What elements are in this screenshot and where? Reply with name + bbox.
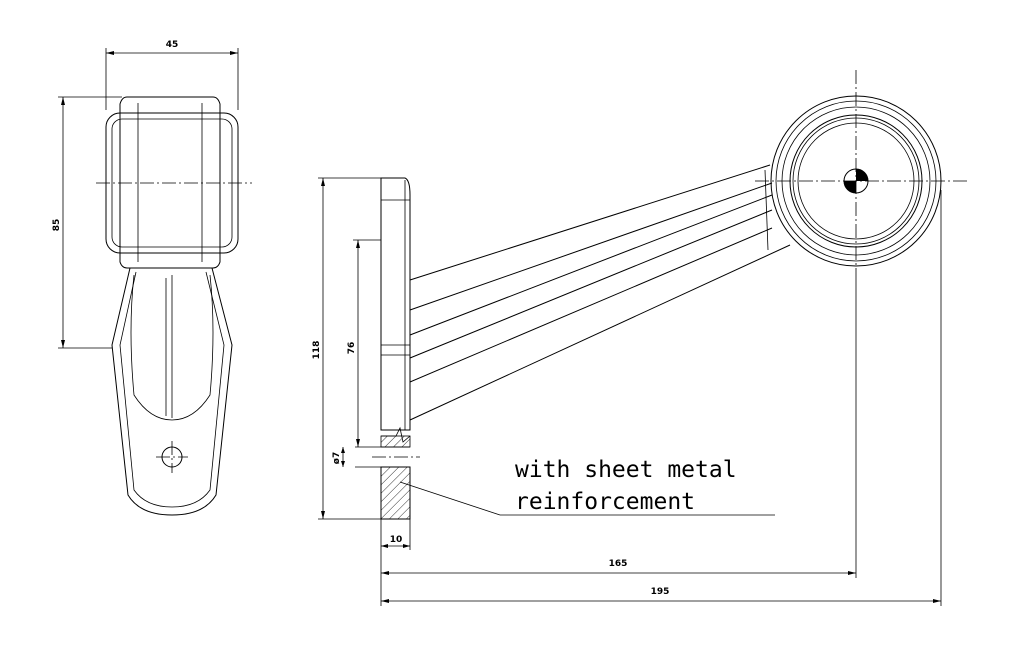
lamp-head-body — [119, 96, 221, 269]
arm-line-2 — [409, 182, 773, 311]
dim-10-arrow-right — [403, 544, 410, 548]
center-marker-quad-1 — [856, 169, 868, 181]
dim-195-arrow-right — [933, 599, 941, 603]
center-marker-quad-2 — [844, 181, 856, 193]
arm-line-5 — [409, 227, 773, 383]
note-line-1: with sheet metal — [515, 457, 737, 483]
arm-line-6 — [409, 244, 791, 421]
dim-118-label: 118 — [312, 341, 322, 360]
arm-curve — [130, 274, 214, 421]
dim-45-arrow-right — [230, 51, 238, 55]
dim-118-arrow-top — [321, 178, 325, 186]
dim-hole-arrow-top — [341, 447, 345, 453]
dim-165-arrow-left — [381, 571, 389, 575]
dim-76-label: 76 — [347, 342, 357, 355]
dim-hole-label: ø7 — [332, 452, 342, 464]
dim-85-label: 85 — [52, 219, 62, 232]
side-view: 118 76 ø7 10 165 195 with — [312, 70, 968, 606]
arm-inner-outline — [119, 271, 225, 508]
dim-10-arrow-left — [381, 544, 388, 548]
section-hatch-lower — [380, 466, 411, 520]
dim-85-arrow-bottom — [61, 340, 65, 348]
arm-line-1 — [409, 164, 771, 281]
arm-line-4 — [409, 209, 773, 359]
note-leader — [399, 481, 501, 516]
arm-outline — [111, 267, 233, 516]
note-line-2: reinforcement — [515, 489, 695, 515]
dim-85-arrow-top — [61, 97, 65, 105]
dim-45-label: 45 — [166, 40, 179, 50]
front-view: 45 85 — [52, 40, 252, 516]
arm-joint — [764, 169, 769, 251]
section-hatch-upper — [380, 435, 411, 448]
dim-118-arrow-bottom — [321, 511, 325, 519]
dim-76-arrow-bottom — [356, 439, 360, 447]
dim-76-arrow-top — [356, 240, 360, 248]
dim-45-arrow-left — [106, 51, 114, 55]
mounting-plate — [380, 177, 411, 431]
dim-165-label: 165 — [609, 559, 628, 569]
dim-165-arrow-right — [848, 571, 856, 575]
dim-195-label: 195 — [651, 587, 670, 597]
dim-10-label: 10 — [390, 535, 403, 545]
dim-hole-arrow-bottom — [341, 461, 345, 467]
dim-195-arrow-left — [381, 599, 389, 603]
arm-line-3 — [409, 194, 773, 336]
